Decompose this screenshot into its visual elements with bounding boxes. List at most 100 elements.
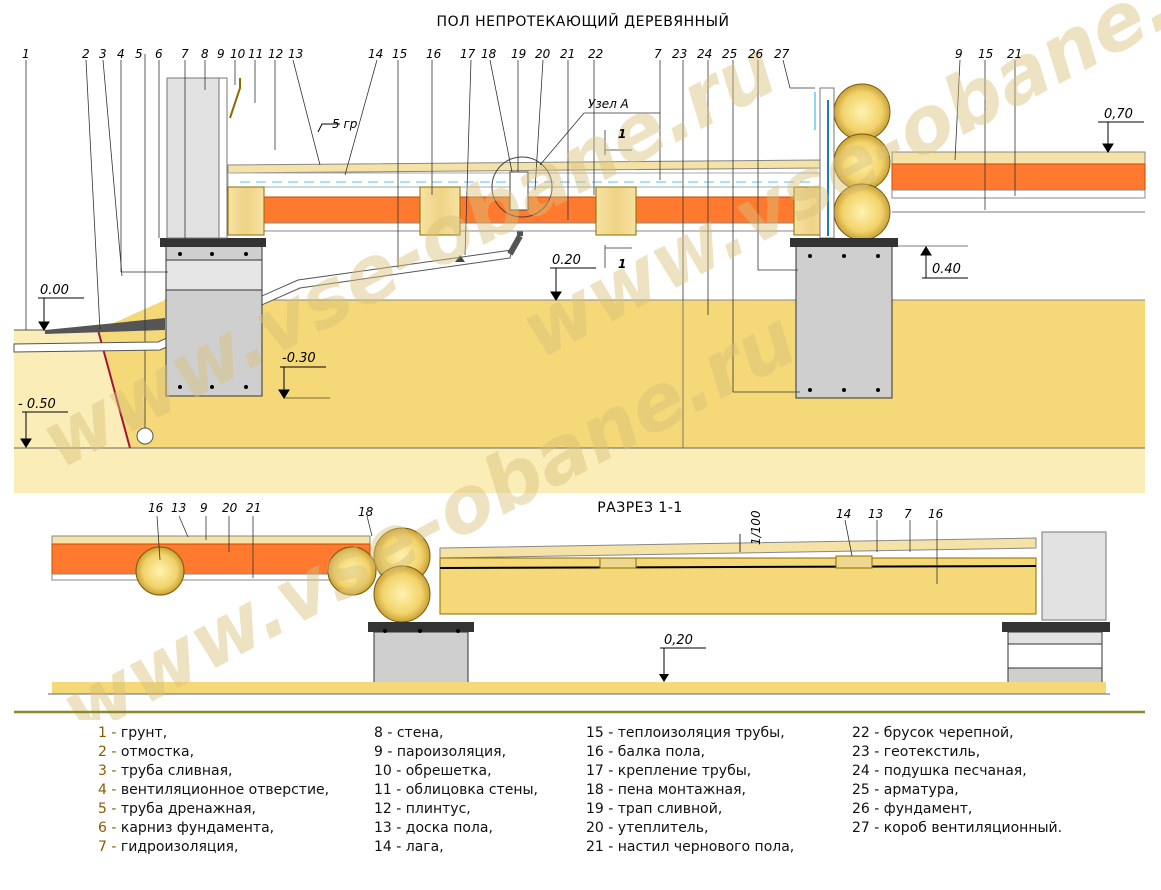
elevation-0-70: 0,70 xyxy=(1104,107,1133,122)
section-drawing xyxy=(48,515,1110,695)
legend-item-number: 25 - xyxy=(852,782,884,798)
legend-item: 17 - крепление трубы, xyxy=(586,762,794,781)
legend-item: 27 - короб вентиляционный. xyxy=(852,819,1062,838)
legend-item: 12 - плинтус, xyxy=(374,800,538,819)
callout-number: 25 xyxy=(722,47,737,61)
legend-column-1: 1 - грунт,2 - отмостка,3 - труба сливная… xyxy=(98,724,329,857)
legend-item-number: 20 - xyxy=(586,820,618,836)
legend-item-text: облицовка стены, xyxy=(405,782,538,798)
drawing-title: ПОЛ НЕПРОТЕКАЮЩИЙ ДЕРЕВЯННЫЙ xyxy=(437,12,730,30)
floor-assembly xyxy=(227,156,831,262)
legend-item-number: 21 - xyxy=(586,839,618,855)
legend-item-number: 6 - xyxy=(98,820,121,836)
section-callout-number: 20 xyxy=(222,501,238,515)
section-callout-number: 18 xyxy=(358,505,374,519)
callout-number: 27 xyxy=(774,47,790,61)
elevation-0-40: 0.40 xyxy=(932,262,961,277)
legend-item-number: 13 - xyxy=(374,820,406,836)
legend-item-number: 14 - xyxy=(374,839,406,855)
section-callout-number: 16 xyxy=(148,501,164,515)
callout-number: 14 xyxy=(368,47,383,61)
section-callout-number: 13 xyxy=(171,501,186,515)
legend-item: 22 - брусок черепной, xyxy=(852,724,1062,743)
callout-number: 20 xyxy=(535,47,551,61)
elevation-minus-0-50: - 0.50 xyxy=(18,397,56,412)
legend-item-number: 15 - xyxy=(586,725,618,741)
callout-number: 16 xyxy=(426,47,442,61)
callout-number: 13 xyxy=(288,47,303,61)
legend-item-number: 19 - xyxy=(586,801,618,817)
callout-number: 9 xyxy=(955,47,963,61)
legend-item-text: отмостка, xyxy=(120,744,195,760)
legend-item-number: 3 - xyxy=(98,763,121,779)
callout-number: 8 xyxy=(201,47,209,61)
legend-column-4: 22 - брусок черепной,23 - геотекстиль, 24… xyxy=(852,724,1062,838)
callout-number: 26 xyxy=(748,47,764,61)
legend-item-text: труба дренажная, xyxy=(120,801,256,817)
legend-item: 25 - арматура, xyxy=(852,781,1062,800)
callout-number: 18 xyxy=(481,47,497,61)
callout-number: 24 xyxy=(697,47,712,61)
log-wall xyxy=(814,83,891,241)
legend-item: 26 - фундамент, xyxy=(852,800,1062,819)
elevation-markers xyxy=(20,121,1144,448)
legend-item-text: грунт, xyxy=(120,725,168,741)
callout-number: 9 xyxy=(217,47,225,61)
slope-label: 5 гр xyxy=(332,117,358,131)
legend-item-text: трап сливной, xyxy=(617,801,723,817)
legend-item-text: пена монтажная, xyxy=(617,782,746,798)
callout-number: 21 xyxy=(560,47,575,61)
legend-item-number: 24 - xyxy=(852,763,884,779)
legend-item-number: 23 - xyxy=(852,744,884,760)
legend-item-number: 9 - xyxy=(374,744,397,760)
node-a-label: Узел А xyxy=(588,97,629,111)
floor-construction-drawing: ПОЛ НЕПРОТЕКАЮЩИЙ ДЕРЕВЯННЫЙ xyxy=(13,0,1161,720)
callout-number: 7 xyxy=(654,47,662,61)
legend-item: 1 - грунт, xyxy=(98,724,329,743)
legend-item-number: 7 - xyxy=(98,839,121,855)
section-callout-number: 14 xyxy=(836,507,851,521)
legend-item: 20 - утеплитель, xyxy=(586,819,794,838)
legend-item: 10 - обрешетка, xyxy=(374,762,538,781)
legend-item: 7 - гидроизоляция, xyxy=(98,838,329,857)
legend-item-number: 5 - xyxy=(98,801,121,817)
callout-number: 10 xyxy=(230,47,246,61)
legend-item-number: 26 - xyxy=(852,801,884,817)
legend-item-text: лага, xyxy=(405,839,444,855)
legend-item-text: арматура, xyxy=(883,782,959,798)
legend-item-text: утеплитель, xyxy=(617,820,709,836)
legend-column-2: 8 - стена,9 - пароизоляция,10 - обрешетк… xyxy=(374,724,538,857)
legend-item-number: 10 - xyxy=(374,763,406,779)
legend-item: 5 - труба дренажная, xyxy=(98,800,329,819)
legend-item: 16 - балка пола, xyxy=(586,743,794,762)
legend-item: 19 - трап сливной, xyxy=(586,800,794,819)
elevation-0-00: 0.00 xyxy=(40,283,69,298)
leader-lines xyxy=(25,59,1016,393)
section-mark-bottom: 1 xyxy=(618,257,626,271)
section-mark-top: 1 xyxy=(618,127,626,141)
legend-item-number: 27 - xyxy=(852,820,884,836)
legend-item-text: обрешетка, xyxy=(405,763,492,779)
callout-number: 11 xyxy=(248,47,263,61)
legend-item-text: геотекстиль, xyxy=(883,744,981,760)
legend-item-number: 12 - xyxy=(374,801,406,817)
legend-item-text: труба сливная, xyxy=(120,763,233,779)
legend-item: 15 - теплоизоляция трубы, xyxy=(586,724,794,743)
legend-item-number: 17 - xyxy=(586,763,618,779)
legend-item: 24 - подушка песчаная, xyxy=(852,762,1062,781)
callout-number: 2 xyxy=(82,47,90,61)
legend-item-text: теплоизоляция трубы, xyxy=(617,725,785,741)
section-slope-label: 1/100 xyxy=(749,510,763,545)
legend-item-text: короб вентиляционный. xyxy=(883,820,1063,836)
callout-number: 12 xyxy=(268,47,283,61)
callout-number: 15 xyxy=(978,47,993,61)
callout-number: 7 xyxy=(181,47,189,61)
legend-item: 9 - пароизоляция, xyxy=(374,743,538,762)
section-callout-number: 13 xyxy=(868,507,883,521)
legend-column-3: 15 - теплоизоляция трубы,16 - балка пола… xyxy=(586,724,794,857)
legend-item-text: крепление трубы, xyxy=(617,763,752,779)
callout-number: 6 xyxy=(155,47,163,61)
legend-item-number: 4 - xyxy=(98,782,121,798)
legend: 1 - грунт,2 - отмостка,3 - труба сливная… xyxy=(0,724,1161,884)
